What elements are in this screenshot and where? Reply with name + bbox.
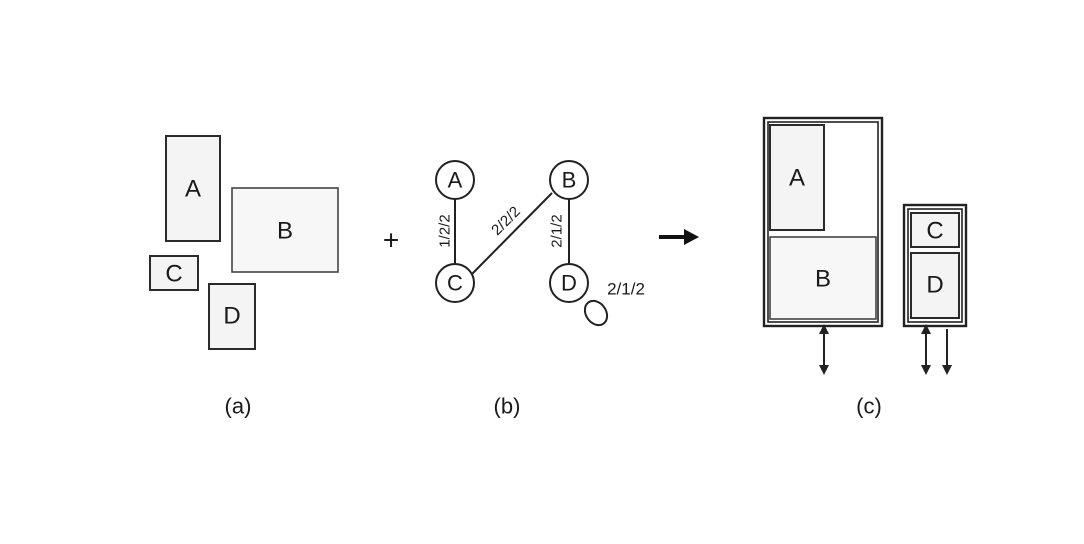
node-c [435,263,475,303]
group2-box-d-label: D [926,272,943,299]
group1-box-a-label: A [789,165,805,192]
node-d-label: D [561,271,577,296]
box-c-label: C [165,261,182,288]
caption-c: (c) [856,394,882,419]
node-c-label: C [447,271,463,296]
box-d-label: D [223,303,240,330]
group2-box-d [910,252,960,319]
weight-d-self: 2/1/2 [607,280,645,299]
group1-box-b [769,236,877,320]
box-b [231,187,339,273]
panel-b: A B C D 1/2/2 2/2/2 2/1/2 2/1/2 (b) [435,160,645,419]
group2-box-c-label: C [926,218,943,245]
group2-box-c [910,212,960,248]
caption-b: (b) [494,394,521,419]
group1-box-a [769,124,825,231]
group2-inner-border [907,208,963,323]
weight-b-d: 2/1/2 [549,214,566,247]
edge-c-b [471,192,553,275]
node-d [549,263,589,303]
group1-inner-border [767,121,879,323]
weight-c-b: 2/2/2 [488,203,524,239]
panel-c: A B C D (c) [762,116,968,419]
box-b-label: B [277,218,293,245]
transform-arrow [659,229,699,245]
group1-box-b-label: B [815,266,831,293]
box-a [165,135,221,242]
node-b [549,160,589,200]
box-a-label: A [185,176,201,203]
node-b-label: B [562,168,577,193]
weight-a-c: 1/2/2 [437,214,454,247]
self-loop-d [583,299,609,327]
box-d [208,283,256,350]
node-a-label: A [448,168,463,193]
plus-sign: + [383,225,399,256]
caption-a: (a) [225,394,252,419]
panel-a: A B C D (a) [149,135,339,419]
box-c [149,255,199,291]
node-a [435,160,475,200]
